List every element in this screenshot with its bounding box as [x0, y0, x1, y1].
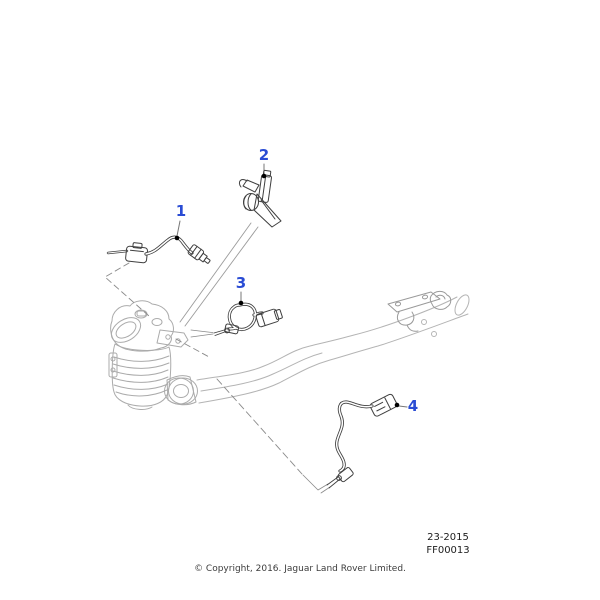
callout-4-leader [398, 405, 408, 408]
callout-4[interactable]: 4 [407, 397, 419, 415]
barrel-rib [113, 383, 169, 390]
pipe-bottom-edge [198, 313, 469, 404]
callout-3[interactable]: 3 [235, 274, 247, 292]
callout-1-leader [176, 220, 181, 237]
inlet-flange-bore [115, 321, 137, 339]
outlet-flange-edge [164, 377, 194, 405]
part-4-needle-leader [302, 474, 329, 491]
part-2-mounting-bracket[interactable] [238, 169, 282, 228]
part-2-locating-line-2 [184, 226, 259, 327]
part-4-temperature-sensor[interactable] [326, 393, 400, 489]
tab-hole [110, 356, 116, 362]
callout-2-anchor-dot [261, 173, 267, 179]
callout-1-anchor-dot [174, 235, 180, 241]
barrel-rib [112, 369, 169, 376]
callout-2[interactable]: 2 [258, 146, 270, 164]
sensor-4-needle [326, 476, 341, 489]
pipe-nub-2 [431, 331, 437, 337]
pipe-nub [421, 319, 427, 325]
sensor-3-connector-detail [260, 312, 266, 327]
bracket-arm [242, 179, 260, 193]
figure-number: FF00013 [426, 545, 470, 556]
sensor-boss-2 [151, 318, 163, 326]
barrel-rib [112, 362, 170, 369]
part-1-locating-dashed [104, 262, 150, 317]
bracket-hook [238, 179, 248, 188]
sensor-4-cable [335, 400, 374, 473]
barrel-rib [113, 355, 170, 362]
barrel-rib [115, 389, 168, 397]
sensor-4-cable-core [335, 401, 373, 472]
part-3-temperature-sensor[interactable] [213, 300, 283, 336]
side-tab [108, 352, 118, 378]
pipe-crease [200, 352, 323, 392]
bracket-gusset [253, 193, 282, 228]
bracket-gusset-line [260, 199, 276, 220]
part-3-needle-leader [190, 329, 214, 333]
leader-lines [104, 163, 408, 494]
sensor-1-tip [203, 257, 211, 264]
sensor-3-connector [255, 308, 280, 328]
pipe-top-edge [196, 296, 458, 381]
bracket-plate [387, 291, 441, 313]
pipe-hanger-bracket [387, 290, 452, 332]
converter-barrel [111, 343, 172, 407]
sensor-4-connector-pins [374, 401, 386, 412]
sensor-4-collar [336, 475, 342, 481]
pipe-open-end [454, 294, 470, 316]
part-3-needle-leader-2 [190, 333, 214, 338]
sensor-3-connector-end [273, 308, 283, 320]
bracket-boss-detail-2 [247, 193, 252, 211]
bracket-boss-detail [243, 195, 247, 210]
bracket-post-line [261, 176, 267, 201]
exhaust-front-pipe [196, 294, 470, 404]
callout-4-anchor-dot [394, 402, 400, 408]
hanger-strap [406, 324, 419, 332]
sensor-1-cable-core [145, 236, 193, 255]
plate-hole [394, 301, 402, 307]
sensor-4-connector [369, 393, 398, 417]
plate-hole-2 [421, 294, 429, 300]
sensor-1-hex-lines [190, 245, 202, 259]
sensor-3-needle [213, 329, 227, 336]
part-4-needle-leader-2 [320, 486, 331, 494]
callout-3-anchor-dot [238, 300, 244, 306]
figure-reference: 23-2015 FF00013 [413, 531, 483, 557]
tab-hole-2 [110, 367, 116, 373]
sensor-1-connector [125, 245, 148, 264]
part-2-locating-line [179, 222, 252, 323]
catalytic-converter [108, 300, 198, 410]
barrel-rib [112, 376, 169, 383]
clamp-body [429, 290, 452, 310]
part-3-locating-dashed [175, 338, 212, 359]
copyright-line: © Copyright, 2016. Jaguar Land Rover Lim… [194, 564, 406, 574]
sensor-1-pigtail-core [107, 250, 128, 254]
callout-1[interactable]: 1 [175, 202, 187, 220]
figure-section-code: 23-2015 [427, 532, 469, 543]
arm-hole [165, 334, 171, 340]
bracket-post-cap [262, 169, 272, 178]
outlet-flange-bore [173, 384, 189, 398]
sensor-1-connector-detail [129, 249, 144, 253]
part-1-oxygen-sensor[interactable] [106, 235, 212, 267]
sensor-3-collar [224, 327, 230, 334]
sensor-3-probe-body [224, 323, 240, 335]
sensor-4-connector-divider [384, 397, 392, 410]
clamp-inner [435, 294, 446, 300]
barrel-base [127, 404, 153, 410]
sensor-1-connector-latch [132, 242, 143, 249]
part-4-locating-dashed [216, 378, 303, 475]
